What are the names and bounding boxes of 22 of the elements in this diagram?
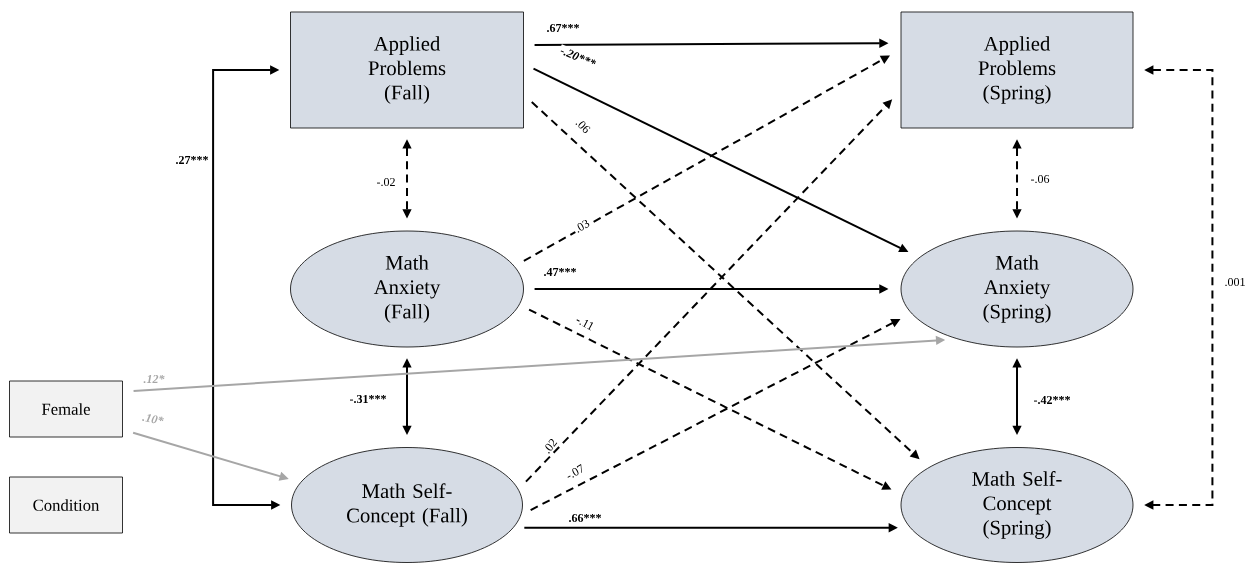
edge-label: .06 bbox=[572, 115, 594, 137]
edge-label: -.07 bbox=[562, 461, 588, 483]
path-arrow bbox=[522, 55, 890, 262]
edge-label: .12* bbox=[142, 373, 166, 385]
edge-label: .27*** bbox=[174, 154, 210, 166]
variable-box: Female bbox=[9, 380, 123, 438]
edge-label: .10* bbox=[140, 411, 166, 427]
edge-label: -.11 bbox=[573, 313, 597, 333]
edge-label: -.20*** bbox=[557, 44, 599, 70]
edge-label: .03 bbox=[571, 216, 593, 236]
edge-label: -.31*** bbox=[348, 393, 388, 405]
edge-label: .67*** bbox=[545, 22, 581, 34]
edge-label: .02 bbox=[540, 435, 560, 457]
variable-box: Applied Problems (Fall) bbox=[290, 11, 524, 129]
edge-label: -.42*** bbox=[1032, 394, 1072, 406]
edge-label: .66*** bbox=[567, 512, 603, 524]
variable-box: Condition bbox=[9, 476, 123, 534]
edge-label: -.02 bbox=[375, 176, 397, 188]
variable-box: Applied Problems (Spring) bbox=[900, 11, 1134, 129]
edge-label: .47*** bbox=[542, 266, 578, 278]
edge-label: -.06 bbox=[1029, 173, 1051, 185]
edge-label: .001 bbox=[1223, 276, 1247, 288]
